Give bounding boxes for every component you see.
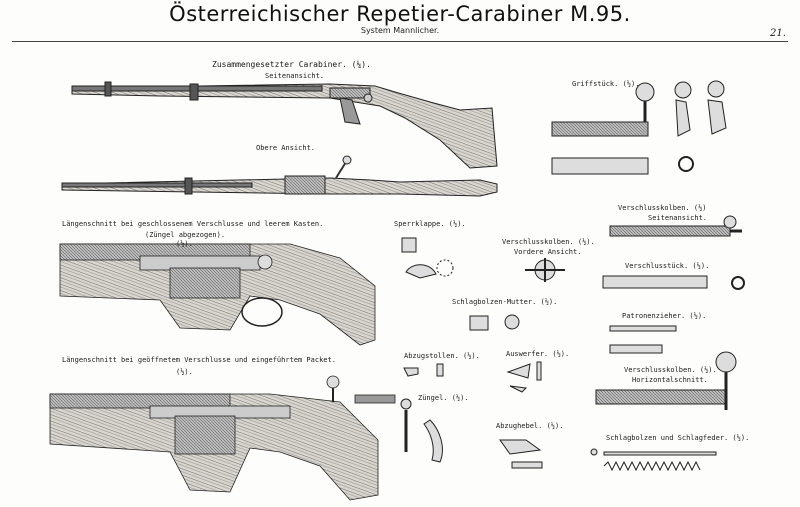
page-number: 21. (770, 28, 786, 39)
label-side-view: Seitenansicht. (265, 72, 325, 80)
zuengel-parts (400, 398, 443, 463)
label-assembled: Zusammengesetzter Carabiner. (¼). (212, 60, 371, 69)
label-abzugstollen: Abzugstollen. (½). (404, 352, 480, 360)
label-abzughebel: Abzughebel. (½). (496, 422, 564, 430)
griffstueck-parts (551, 80, 727, 175)
label-section-closed-scale: (½). (176, 240, 193, 248)
section-closed (59, 243, 376, 346)
label-section-closed-note: (Züngel abgezogen). (145, 231, 226, 239)
label-section-closed: Längenschnitt bei geschlossenem Verschlu… (62, 220, 324, 228)
carbine-top-view (61, 155, 498, 197)
verschlusskolben-side (609, 215, 742, 237)
label-top-view: Obere Ansicht. (256, 144, 316, 152)
sperrklappe-parts (401, 237, 454, 279)
label-schlagbolzen-mutter: Schlagbolzen-Mutter. (½). (452, 298, 558, 306)
abzughebel-parts (499, 439, 543, 469)
label-seitenansicht-2: Seitenansicht. (648, 214, 708, 222)
label-vordere-ansicht: Vordere Ansicht. (514, 248, 582, 256)
label-sperrklappe: Sperrklappe. (½). (394, 220, 466, 228)
label-patronenzieher: Patronenzieher. (½). (622, 312, 707, 320)
label-griffstueck: Griffstück. (½). (572, 80, 640, 88)
verschlussstueck (602, 275, 745, 290)
patronenzieher (609, 325, 677, 354)
plate-title: Österreichischer Repetier-Carabiner M.95… (169, 2, 631, 26)
header-rule (12, 41, 788, 42)
label-zuengel: Züngel. (½). (418, 394, 469, 402)
label-horizontalschnitt: Horizontalschnitt. (632, 376, 708, 384)
label-verschlusskolben-side: Verschlusskolben. (½) (618, 204, 707, 212)
label-verschlussstueck: Verschlusstück. (½). (625, 262, 710, 270)
label-schlagbolzen: Schlagbolzen und Schlagfeder. (½). (606, 434, 750, 442)
schlagbolzen-mutter (469, 314, 520, 331)
verschlusskolben-horizontal (595, 351, 737, 410)
label-verschlusskolben-h: Verschlusskolben. (½). (624, 366, 717, 374)
label-auswerfer: Auswerfer. (½). (506, 350, 570, 358)
small-parts (403, 361, 542, 393)
schlagbolzen-spring (590, 448, 717, 472)
section-open (49, 375, 396, 501)
carbine-side-view (71, 81, 498, 169)
label-verschlusskolben-front: Verschlusskolben. (½). (502, 238, 595, 246)
plate-subtitle: System Mannlicher. (360, 26, 440, 35)
verschlusskolben-front (525, 258, 565, 282)
label-section-open-scale: (½). (176, 368, 193, 376)
label-section-open: Längenschnitt bei geöffnetem Verschlusse… (62, 356, 336, 364)
